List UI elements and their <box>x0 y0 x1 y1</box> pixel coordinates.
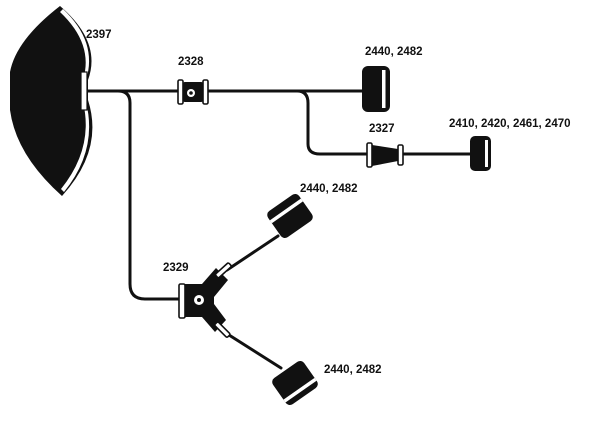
label-source: 2397 <box>86 29 112 41</box>
dish-connector-plate <box>80 71 88 111</box>
terminal-lower-left-stripe <box>283 377 317 403</box>
terminal-lower-left-body <box>272 360 318 406</box>
terminal-lower-left <box>272 360 318 406</box>
label-terminal-right: 2410, 2420, 2461, 2470 <box>449 118 571 130</box>
splitter-2329-port-center <box>197 298 201 302</box>
label-splitter-bottom: 2329 <box>163 262 189 274</box>
source-dish-2397 <box>10 6 93 196</box>
terminal-upper-left-stripe <box>269 198 303 224</box>
wire-branch-to-2327 <box>295 89 368 156</box>
splitter-2329-lower-flange <box>214 321 231 338</box>
terminal-top-stripe <box>382 70 386 108</box>
splitter-2328-left-flange <box>177 79 184 105</box>
splitter-2328-port-center <box>189 91 193 95</box>
terminal-right-stripe <box>485 140 488 167</box>
wire-2329-to-upper-left-terminal <box>225 234 280 272</box>
label-splitter-mid: 2327 <box>369 123 395 135</box>
splitter-2327-left-flange <box>366 142 373 168</box>
splitter-2329-body <box>185 268 228 332</box>
splitter-2329-input-flange <box>178 283 186 319</box>
terminal-top <box>362 66 390 112</box>
terminal-right <box>470 136 491 171</box>
dish-body <box>10 6 93 196</box>
splitter-2329 <box>178 262 232 338</box>
splitter-2328-right-flange <box>202 79 209 105</box>
splitter-2328 <box>177 79 209 105</box>
dish-edge-highlight-lower <box>61 102 90 192</box>
label-terminal-top: 2440, 2482 <box>365 46 423 58</box>
splitter-2327 <box>366 142 404 168</box>
labels: 2397 2328 2440, 2482 2327 2410, 2420, 24… <box>86 29 571 376</box>
wire-branch-to-2329 <box>116 89 182 301</box>
terminal-top-body <box>362 66 390 112</box>
label-splitter-top: 2328 <box>178 56 204 68</box>
label-terminal-upper-left: 2440, 2482 <box>300 183 358 195</box>
splitter-2327-right-flange <box>397 144 404 166</box>
terminal-upper-left <box>267 193 313 239</box>
label-terminal-lower-left: 2440, 2482 <box>324 364 382 376</box>
terminal-upper-left-body <box>267 193 313 239</box>
splitter-2327-body <box>372 145 398 166</box>
wiring <box>86 89 472 370</box>
splitter-2329-upper-flange <box>214 262 232 279</box>
wire-2329-to-lower-left-terminal <box>227 333 283 370</box>
